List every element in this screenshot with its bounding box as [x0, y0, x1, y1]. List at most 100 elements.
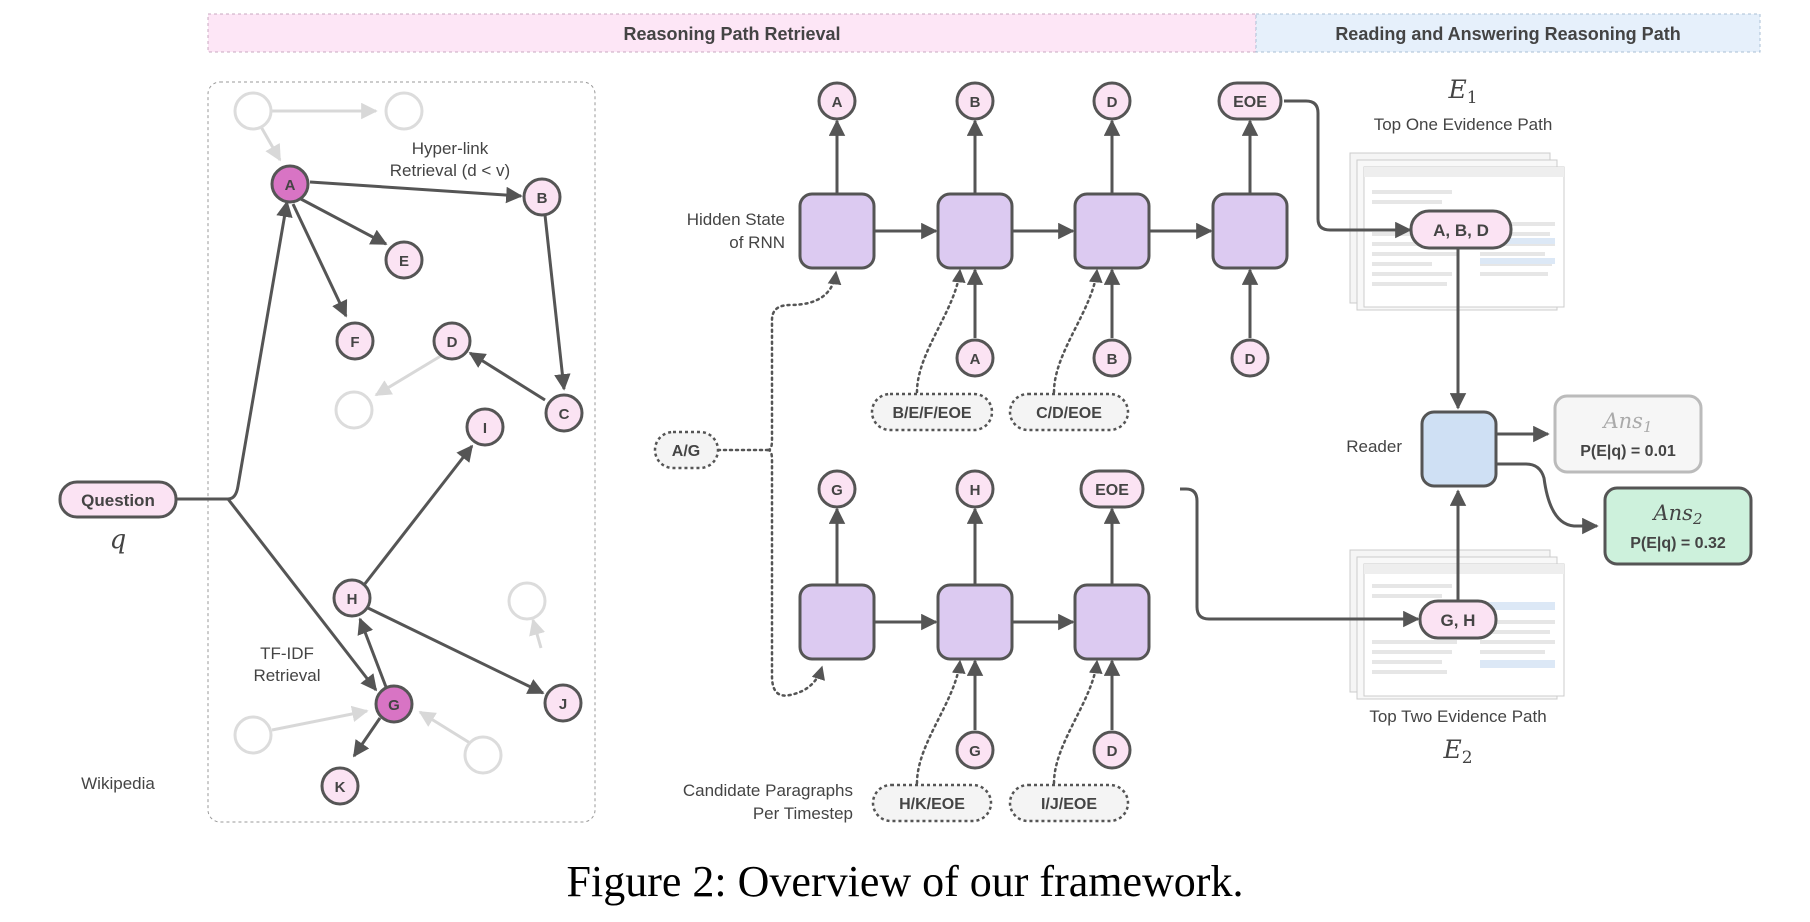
rnn-candidate-arrow-bottom-3 — [1052, 659, 1103, 785]
graph-node-d: D — [432, 321, 472, 361]
faded-edges — [258, 102, 546, 745]
candidate-label-line1: Candidate Paragraphs — [683, 781, 853, 800]
rnn-cell-top-2 — [936, 192, 1014, 270]
rnn-candidate-bottom-3: I/J/EOE — [1008, 783, 1130, 823]
rnn-input-top-4: D — [1230, 338, 1270, 378]
svg-text:D: D — [1245, 351, 1256, 368]
reader-label: Reader — [1346, 437, 1402, 456]
svg-text:H: H — [970, 482, 981, 499]
e1-path-pill: A, B, D — [1409, 209, 1513, 250]
evidence-connectors — [1180, 99, 1599, 628]
svg-text:H: H — [347, 591, 358, 608]
e2-symbol: E2 — [1442, 735, 1472, 768]
svg-text:B/E/F/EOE: B/E/F/EOE — [892, 405, 971, 422]
rnn-cell-bottom-3 — [1073, 583, 1151, 661]
start-brace — [716, 270, 842, 697]
answer-1-box: Ans1 P(E|q) = 0.01 — [1553, 394, 1703, 474]
rnn-cell-top-4 — [1211, 192, 1289, 270]
svg-text:EOE: EOE — [1095, 482, 1129, 499]
question-label: Question — [81, 491, 155, 510]
graph-node-c: C — [544, 393, 584, 433]
wikipedia-box — [207, 81, 596, 823]
banner-retrieval: Reasoning Path Retrieval — [207, 13, 1257, 53]
svg-text:E: E — [399, 253, 409, 270]
svg-text:G: G — [831, 482, 843, 499]
rnn-cell-top-1 — [798, 192, 876, 270]
e2-label: Top Two Evidence Path — [1369, 707, 1546, 726]
hidden-state-label-line2: of RNN — [729, 233, 785, 252]
svg-text:EOE: EOE — [1233, 94, 1267, 111]
rnn-candidate-arrow-bottom-2 — [915, 659, 966, 785]
svg-text:D: D — [447, 334, 458, 351]
rnn-input-bottom-2: G — [955, 730, 995, 770]
candidate-label-line2: Per Timestep — [753, 804, 853, 823]
graph-node-g: G — [374, 684, 414, 724]
graph-edges — [176, 180, 571, 758]
svg-text:G: G — [388, 697, 400, 714]
hyperlink-label-line2: Retrieval (d < v) — [390, 161, 510, 180]
graph-node-f: F — [335, 321, 375, 361]
tfidf-label-line2: Retrieval — [253, 666, 320, 685]
svg-text:D: D — [1107, 94, 1118, 111]
svg-text:B: B — [1107, 351, 1118, 368]
answer-2-probability: P(E|q) = 0.32 — [1630, 535, 1726, 552]
banner-retrieval-label: Reasoning Path Retrieval — [623, 24, 840, 44]
e1-label: Top One Evidence Path — [1374, 115, 1553, 134]
start-candidates: A/G — [653, 430, 720, 470]
rnn-input-top-2: A — [955, 338, 995, 378]
svg-text:B: B — [970, 94, 981, 111]
graph-node-j: J — [543, 683, 583, 723]
banner-reading: Reading and Answering Reasoning Path — [1255, 13, 1761, 53]
rnn-output-bottom-3: EOE — [1079, 469, 1145, 509]
rnn-input-top-3: B — [1092, 338, 1132, 378]
svg-text:I: I — [483, 420, 487, 437]
svg-text:G: G — [969, 743, 981, 760]
rnn-output-top-1: A — [817, 81, 857, 121]
svg-text:A, B, D: A, B, D — [1433, 221, 1489, 240]
rnn-cell-bottom-2 — [936, 583, 1014, 661]
graph-node-k: K — [320, 766, 360, 806]
svg-text:A/G: A/G — [672, 443, 700, 460]
svg-text:A: A — [970, 351, 981, 368]
graph-node-h: H — [332, 578, 372, 618]
rnn-output-top-2: B — [955, 81, 995, 121]
tfidf-label-line1: TF-IDF — [260, 644, 314, 663]
svg-text:K: K — [335, 779, 346, 796]
answer-2-symbol: Ans2 — [1651, 501, 1702, 528]
svg-text:D: D — [1107, 743, 1118, 760]
rnn-output-top-4: EOE — [1217, 81, 1283, 121]
svg-text:B: B — [537, 190, 548, 207]
hidden-state-label-line1: Hidden State — [687, 210, 785, 229]
graph-node-a: A — [270, 164, 310, 204]
rnn-candidate-top-2: B/E/F/EOE — [870, 392, 994, 432]
svg-text:H/K/EOE: H/K/EOE — [899, 796, 965, 813]
graph-nodes: A B E F D C I H J G K — [270, 164, 584, 806]
svg-text:A: A — [832, 94, 843, 111]
reader-box — [1420, 410, 1498, 488]
svg-text:C/D/EOE: C/D/EOE — [1036, 405, 1102, 422]
banner-reading-label: Reading and Answering Reasoning Path — [1335, 24, 1680, 44]
question-symbol: q — [110, 525, 127, 555]
graph-node-e: E — [384, 240, 424, 280]
answer-1-probability: P(E|q) = 0.01 — [1580, 443, 1676, 460]
rnn-input-bottom-3: D — [1092, 730, 1132, 770]
svg-text:I/J/EOE: I/J/EOE — [1041, 796, 1097, 813]
rnn-candidate-top-3: C/D/EOE — [1008, 392, 1130, 432]
e1-symbol: E1 — [1447, 75, 1477, 108]
hyperlink-label-line1: Hyper-link — [412, 139, 489, 158]
rnn-candidate-arrow-top-3 — [1052, 268, 1103, 394]
rnn-cell-bottom-1 — [798, 583, 876, 661]
rnn-output-bottom-1: G — [817, 469, 857, 509]
question-node: Question q — [58, 480, 178, 555]
svg-text:G, H: G, H — [1441, 611, 1476, 630]
rnn-output-top-3: D — [1092, 81, 1132, 121]
svg-text:C: C — [559, 406, 570, 423]
rnn-candidate-arrow-top-2 — [915, 268, 966, 394]
rnn-layer: A B D EOE A B D B/E/F/EOE C/D/EOE G H EOE G D H/K/EOE I… — [798, 81, 1289, 823]
rnn-candidate-bottom-2: H/K/EOE — [871, 783, 993, 823]
svg-text:F: F — [350, 334, 359, 351]
graph-node-i: I — [465, 407, 505, 447]
answer-1-symbol: Ans1 — [1601, 409, 1652, 436]
e2-path-pill: G, H — [1418, 599, 1498, 640]
